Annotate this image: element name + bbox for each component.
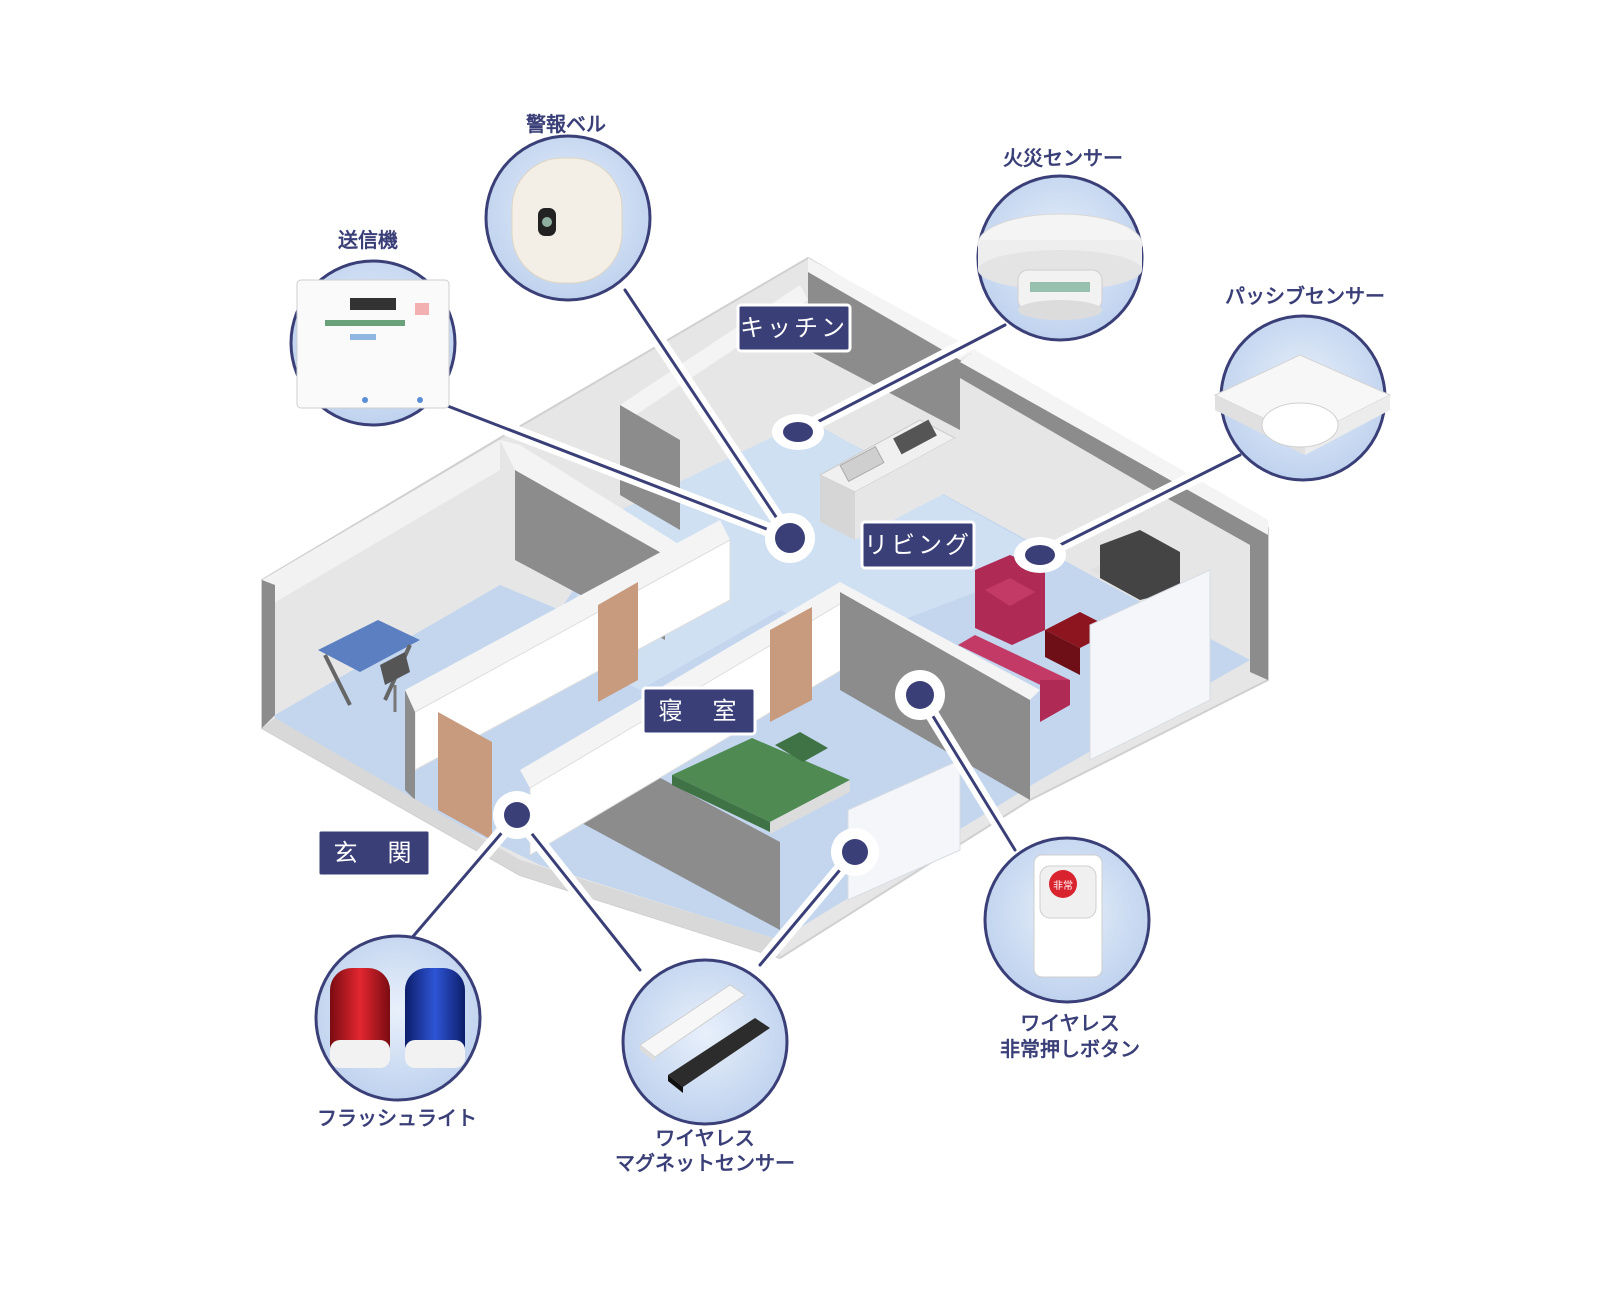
flash-light-icon <box>330 968 465 1068</box>
room-tag-bedroom-label: 寝 室 <box>659 697 740 725</box>
living-back-wall <box>960 360 1170 500</box>
bed <box>672 732 850 834</box>
room-tag-bedroom: 寝 室 <box>641 686 757 736</box>
room-tag-living: リビング <box>860 520 976 570</box>
connector-lines <box>403 283 1247 977</box>
magnet-sensor-label-1: ワイヤレス <box>655 1126 754 1150</box>
door-entrance <box>438 712 492 840</box>
device-alarm-bell: 警報ベル <box>484 112 652 302</box>
partition-wall-1-side <box>405 690 415 800</box>
flash-light-label: フラッシュライト <box>317 1106 477 1130</box>
room-tag-entrance-label: 玄 関 <box>334 839 415 867</box>
kitchen-counter <box>818 419 957 540</box>
door-hall <box>770 607 812 722</box>
hall-wall-dark <box>620 405 680 530</box>
marker-kitchen <box>772 414 824 450</box>
kitchen-wall-top <box>808 258 975 360</box>
front-lip <box>262 718 780 958</box>
device-transmitter: 送信機 <box>289 228 457 427</box>
panic-button-face-label: 非常 <box>1053 879 1073 892</box>
door-study <box>598 582 638 702</box>
fire-sensor-icon <box>977 213 1143 320</box>
panic-button-label-1: ワイヤレス <box>1020 1011 1119 1035</box>
room-tag-entrance: 玄 関 <box>316 828 432 878</box>
marker-bedroom-window <box>831 828 879 876</box>
bedroom-right-wall-top <box>840 582 1040 700</box>
room-tag-living-label: リビング <box>864 531 972 559</box>
sofa <box>958 635 1070 722</box>
living-wall-top <box>960 350 1268 535</box>
desk <box>318 620 420 712</box>
device-fire-sensor: 火災センサー <box>976 146 1144 342</box>
armchair <box>975 555 1045 645</box>
panic-button-icon: 非常 <box>1033 854 1103 978</box>
passive-sensor-label: パッシブセンサー <box>1225 284 1385 308</box>
magnet-sensor-label-2: マグネットセンサー <box>615 1151 795 1175</box>
room-tag-kitchen-label: キッチン <box>740 314 848 342</box>
location-markers <box>493 414 1066 876</box>
chair <box>380 652 410 685</box>
transmitter-label: 送信機 <box>338 228 398 252</box>
device-flash-light: フラッシュライト <box>314 934 482 1130</box>
study-wall-top <box>500 440 680 555</box>
living-side-wall <box>1170 480 1268 680</box>
passive-sensor-icon <box>1213 354 1392 455</box>
panic-button-label-2: 非常押しボタン <box>1000 1037 1140 1061</box>
study-back-wall <box>262 440 500 610</box>
alarm-bell-label: 警報ベル <box>526 112 606 136</box>
study-side-wall <box>262 580 275 728</box>
room-tag-kitchen: キッチン <box>736 303 852 353</box>
partition-wall-1 <box>405 520 730 712</box>
marker-entrance <box>493 791 541 839</box>
magnet-sensor-icon <box>639 984 770 1093</box>
bedroom-top-wall <box>520 582 850 788</box>
marker-living <box>1014 537 1066 573</box>
living-cabinet <box>1089 569 1211 761</box>
room-tags: キッチン リビング 寝 室 玄 関 <box>316 303 976 878</box>
marker-hallway <box>765 513 815 563</box>
transmitter-icon <box>296 279 450 409</box>
fire-sensor-label: 火災センサー <box>1003 146 1123 170</box>
device-passive-sensor: パッシブセンサー <box>1213 284 1392 482</box>
marker-bedroom-wall <box>895 670 945 720</box>
device-panic-button: 非常 ワイヤレス 非常押しボタン <box>983 836 1151 1061</box>
alarm-bell-icon <box>511 157 623 284</box>
device-magnet-sensor: ワイヤレス マグネットセンサー <box>615 958 795 1175</box>
